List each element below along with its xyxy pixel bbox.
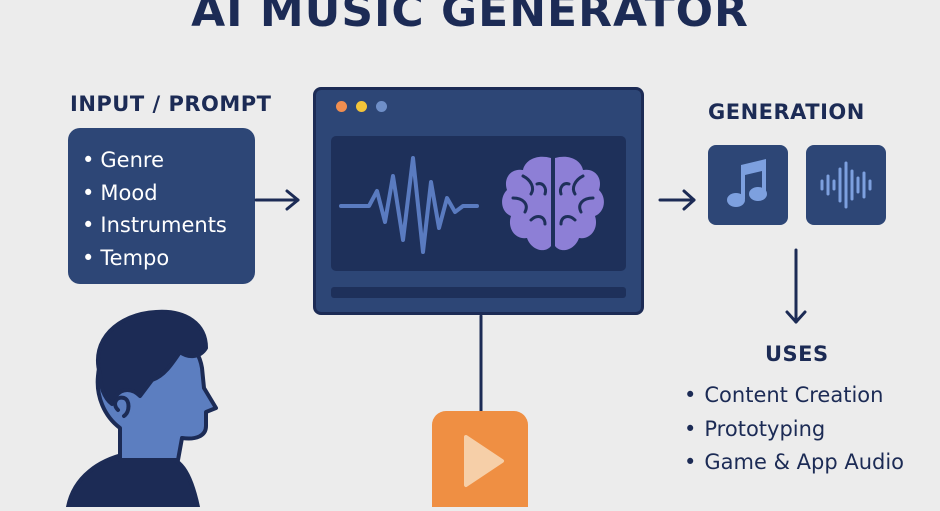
- input-prompt-box: Genre Mood Instruments Tempo: [68, 128, 255, 284]
- audio-waveform-icon: [820, 161, 872, 209]
- waveform-icon: [339, 156, 479, 254]
- play-icon: [464, 435, 504, 487]
- arrow-input-to-app-icon: [254, 189, 300, 211]
- uses-heading: USES: [765, 342, 829, 366]
- input-list: Genre Mood Instruments Tempo: [82, 144, 227, 275]
- use-item-content-creation: Content Creation: [684, 379, 904, 413]
- input-item-mood: Mood: [82, 177, 227, 210]
- page-title: AI MUSIC GENERATOR: [191, 0, 749, 37]
- window-dot-yellow: [356, 101, 367, 112]
- music-note-tile: [708, 145, 788, 225]
- input-heading: INPUT / PROMPT: [70, 92, 272, 116]
- play-button[interactable]: [432, 411, 528, 507]
- uses-list: Content Creation Prototyping Game & App …: [684, 379, 904, 480]
- input-item-tempo: Tempo: [82, 242, 227, 275]
- audio-wave-tile: [806, 145, 886, 225]
- use-item-prototyping: Prototyping: [684, 413, 904, 447]
- input-item-genre: Genre: [82, 144, 227, 177]
- input-item-instruments: Instruments: [82, 209, 226, 242]
- app-progress-bar: [331, 287, 626, 298]
- arrow-app-to-generation-icon: [658, 189, 696, 211]
- window-dot-orange: [336, 101, 347, 112]
- use-item-game-app-audio: Game & App Audio: [684, 446, 904, 480]
- music-note-icon: [727, 159, 767, 207]
- window-dot-blue: [376, 101, 387, 112]
- ai-app-window: [313, 87, 644, 315]
- brain-icon: [502, 156, 604, 251]
- generation-heading: GENERATION: [708, 100, 865, 124]
- arrow-generation-to-uses-icon: [785, 248, 807, 324]
- app-screen: [331, 136, 626, 271]
- person-silhouette: [66, 309, 218, 507]
